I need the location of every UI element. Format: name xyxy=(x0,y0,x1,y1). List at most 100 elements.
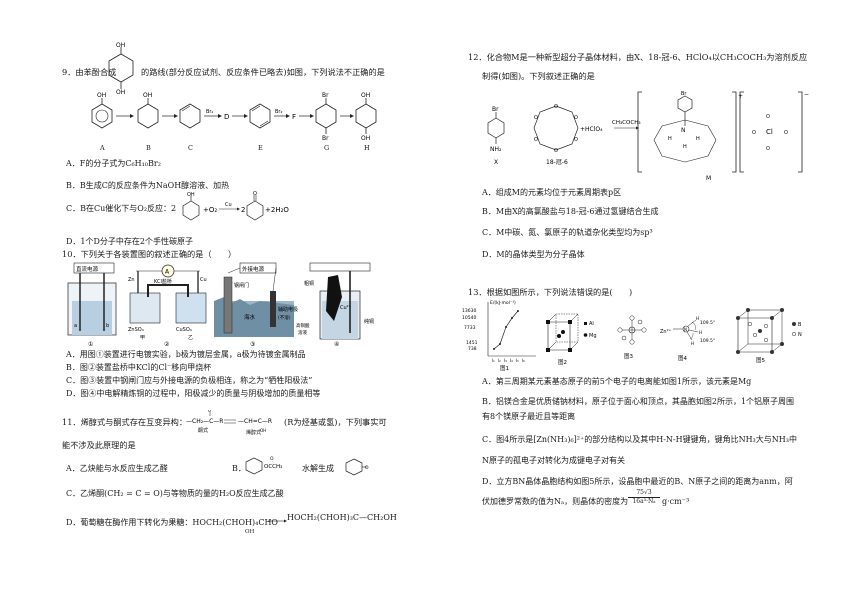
svg-text:OCCH₃: OCCH₃ xyxy=(264,464,282,470)
reagent-br2-2: Br₂ xyxy=(275,109,283,115)
svg-text:Al: Al xyxy=(589,321,594,327)
fig3-structure: 图3 xyxy=(617,315,647,360)
q13-option-d: D．立方BN晶体晶胞结构如图5所示，设晶胞中最近的B、N原子之间的距离为anm，… xyxy=(482,477,793,486)
fig4-zn-complex: Zn²⁺ N H H H 109.5° 109.5° 图4 xyxy=(660,316,715,362)
fig3-sea-gate: 外接电源 钢闸门 海水 辅助电极 (不溶) xyxy=(214,262,298,337)
svg-text:OH: OH xyxy=(116,89,125,94)
svg-text:O: O xyxy=(253,191,257,197)
svg-text:O: O xyxy=(554,104,558,110)
q13-figures: E/(kJ·mol⁻¹) 13630 10540 7733 1451 738 I… xyxy=(462,300,802,372)
svg-text:10540: 10540 xyxy=(462,315,476,321)
svg-text:M: M xyxy=(706,175,711,182)
q9-target-molecule: OH OH xyxy=(108,42,134,94)
q11-option-d-product: HOCH₂(CHOH)₃C—CH₂OH xyxy=(287,513,397,522)
svg-text:I₃: I₃ xyxy=(504,358,507,363)
svg-text:+2H₂O: +2H₂O xyxy=(265,206,289,214)
svg-text:E/(kJ·mol⁻¹): E/(kJ·mol⁻¹) xyxy=(490,300,516,306)
svg-text:ZnSO₄: ZnSO₄ xyxy=(128,327,144,333)
q10-option-c: C．图③装置中钢闸门应与外接电源的负极相连，称之为“牺牲阳极法” xyxy=(66,376,313,385)
molecule-a: OH xyxy=(91,92,113,129)
svg-text:+O₂: +O₂ xyxy=(203,206,217,214)
svg-text:a: a xyxy=(74,323,77,329)
q10-apparatus-figures: 直流电源 a b A KCl盐桥 Zn Cu ZnSO₄ CuSO₄ 甲 乙 xyxy=(67,262,374,347)
svg-text:O: O xyxy=(208,410,211,413)
svg-text:O: O xyxy=(554,148,558,154)
svg-text:OH: OH xyxy=(361,135,370,142)
q12-option-a: A．组成M的元素均位于元素周期表p区 xyxy=(482,188,622,197)
q9-option-c-equation: OH +O₂ Cu 2 O +2H₂O xyxy=(182,191,289,221)
q13-stem: 13．根据如图所示，下列说法错误的是( ) xyxy=(468,287,633,297)
q10-option-d: D．图④中电解精炼铜的过程中，阳极减少的质量与阴极增加的质量相等 xyxy=(66,389,321,398)
q11-option-b: B． xyxy=(232,464,246,473)
q10-stem: 10．下列关于各装置图的叙述正确的是（ ） xyxy=(62,249,237,259)
q10-option-b: B．图②装置盐桥中KCl的Cl⁻移向甲烧杯 xyxy=(66,363,212,372)
svg-text:I₂: I₂ xyxy=(498,358,501,363)
molecule-g: Br Br xyxy=(315,92,337,142)
q11-stem-2: 能不涉及此原理的是 xyxy=(62,440,136,450)
q12-stem-2: 制得(如图)。下列叙述正确的是 xyxy=(482,71,595,81)
svg-text:I₁: I₁ xyxy=(492,358,495,363)
svg-text:O: O xyxy=(574,137,578,143)
svg-text:H: H xyxy=(696,136,700,142)
svg-text:B: B xyxy=(798,322,802,328)
svg-text:Cu: Cu xyxy=(225,202,232,208)
svg-text:Br: Br xyxy=(681,91,687,97)
fig1-ionization-plot: E/(kJ·mol⁻¹) 13630 10540 7733 1451 738 I… xyxy=(462,300,536,372)
q12-option-c: C．M中碳、氮、氯原子的轨道杂化类型均为sp³ xyxy=(482,228,653,237)
svg-text:I₄: I₄ xyxy=(510,358,513,363)
svg-text:H: H xyxy=(683,144,687,150)
svg-text:738: 738 xyxy=(468,346,477,352)
svg-text:−: − xyxy=(804,91,809,98)
svg-text:(不溶): (不溶) xyxy=(278,314,291,321)
svg-text:D: D xyxy=(224,113,229,121)
svg-text:+HClO₄: +HClO₄ xyxy=(580,126,603,133)
molecule-h: OH OH xyxy=(355,92,377,142)
svg-text:CuSO₄: CuSO₄ xyxy=(176,327,192,333)
q13-option-c-2: N原子的孤电子对转化为成键电子对有关 xyxy=(482,456,625,465)
svg-text:Br: Br xyxy=(322,92,329,99)
svg-text:I₆: I₆ xyxy=(522,358,525,363)
svg-text:F: F xyxy=(292,113,296,121)
molecule-x: Br NH₂ X xyxy=(487,106,505,166)
fig4-refining: 粗铜 Cu²⁺ 高铜酸 溶液 纯铜 xyxy=(296,262,374,340)
svg-text:Br: Br xyxy=(322,135,329,142)
svg-text:甲: 甲 xyxy=(140,335,145,341)
reagent-br2-1: Br₂ xyxy=(206,109,214,115)
fig1-electroplating: 直流电源 a b xyxy=(67,262,117,336)
svg-text:H: H xyxy=(691,341,694,346)
q11-tautomer-equation: —CH₂—C—R O —CH=C—R OH 酮式 烯醇式 xyxy=(186,410,272,436)
q11-stem: 11．烯醇式与酮式存在互变异构： xyxy=(62,417,188,427)
q9-stem-2: 的路线(部分反应试剂、反应条件已略去)如图，下列说法不正确的是 xyxy=(141,67,385,77)
svg-text:图1: 图1 xyxy=(500,364,509,372)
svg-text:109.5°: 109.5° xyxy=(700,338,715,344)
svg-text:KCl盐桥: KCl盐桥 xyxy=(154,278,172,285)
q11-option-d-oh: OH xyxy=(245,529,255,535)
svg-text:图5: 图5 xyxy=(756,356,766,364)
q13-option-d-2: 伏加德罗常数的值为Nₐ，则晶体的密度为 xyxy=(482,497,629,506)
svg-text:②: ② xyxy=(164,341,170,347)
q12-reaction-diagram: Br NH₂ X O O O O O O 18-冠-6 +HClO₄ CH₃CO… xyxy=(487,91,809,182)
q12-option-d: D．M的晶体类型为分子晶体 xyxy=(482,250,585,259)
svg-text:酮式: 酮式 xyxy=(198,427,208,434)
q12-stem: 12．化合物M是一种新型超分子晶体材料，由X、18-冠-6、HClO₄以CH₃C… xyxy=(468,52,808,62)
molecule-e xyxy=(249,103,271,129)
svg-text:H: H xyxy=(699,330,702,335)
svg-text:H: H xyxy=(696,316,699,321)
svg-text:—CH₂—C—R: —CH₂—C—R xyxy=(186,418,223,425)
q9-option-d: D．1个D分子中存在2个手性碳原子 xyxy=(66,237,194,246)
svg-text:O: O xyxy=(534,137,538,143)
svg-text:烯醇式: 烯醇式 xyxy=(246,429,261,436)
svg-text:钢闸门: 钢闸门 xyxy=(234,282,249,289)
svg-text:图4: 图4 xyxy=(678,354,688,362)
svg-text:③: ③ xyxy=(250,341,255,347)
molecule-c xyxy=(179,103,201,129)
svg-text:7733: 7733 xyxy=(464,325,476,331)
svg-text:O: O xyxy=(752,130,756,136)
svg-text:O: O xyxy=(784,130,788,136)
svg-text:CH₃COCH₃: CH₃COCH₃ xyxy=(612,120,641,126)
svg-text:O: O xyxy=(766,146,770,152)
svg-text:N: N xyxy=(684,327,687,332)
svg-text:O: O xyxy=(534,115,538,121)
svg-text:图2: 图2 xyxy=(558,358,567,366)
q9-option-b: B．B生成C的反应条件为NaOH醇溶液、加热 xyxy=(66,181,230,190)
